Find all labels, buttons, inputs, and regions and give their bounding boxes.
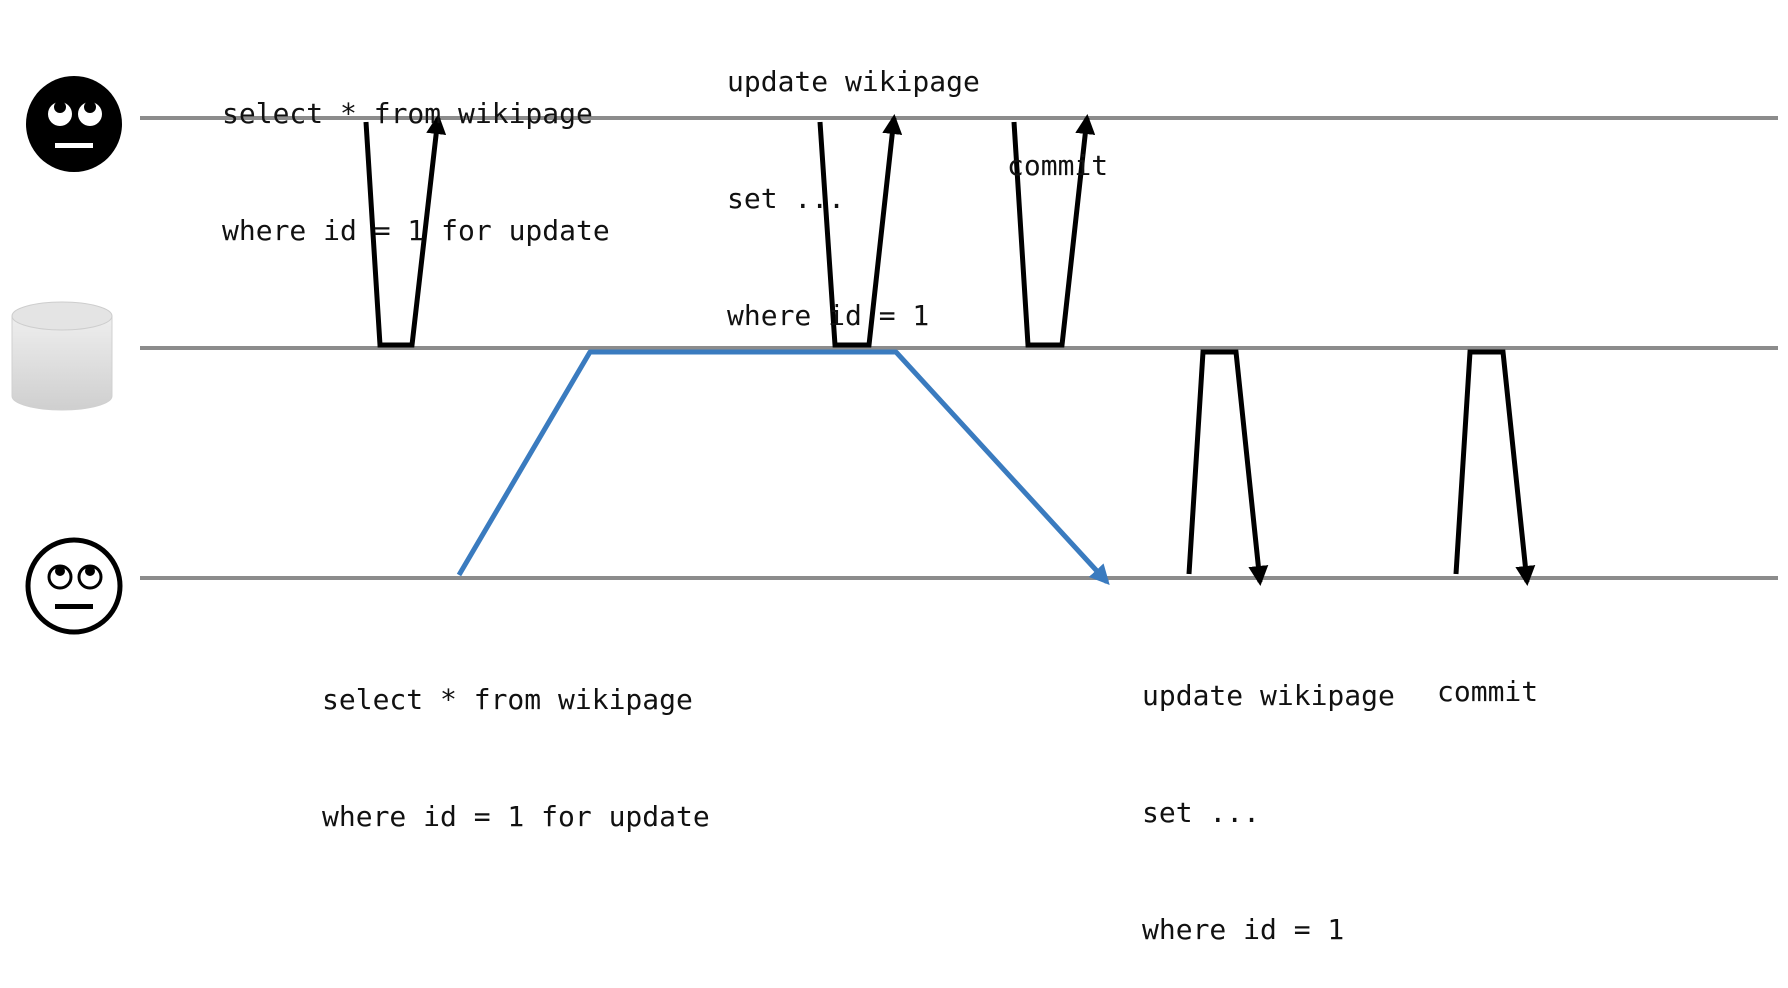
- top-select-roundtrip-arrow: [363, 114, 447, 348]
- bottom-select-query-label: select * from wikipage where id = 1 for …: [322, 602, 710, 875]
- lock-sequence-diagram: [11, 76, 1778, 635]
- bottom-select-line-2: where id = 1 for update: [322, 800, 710, 833]
- top-update-query-label: update wikipage set ... where id = 1: [727, 0, 980, 374]
- face-with-rolling-eyes-dark-icon: [26, 76, 122, 172]
- top-select-line-2: where id = 1 for update: [222, 214, 610, 247]
- bottom-update-roundtrip-arrow: [1186, 349, 1269, 586]
- bottom-select-wait-arrow: [456, 349, 1110, 585]
- bottom-commit-text: commit: [1437, 675, 1539, 708]
- bottom-commit-label: commit: [1437, 594, 1538, 750]
- bottom-update-line-2: set ...: [1142, 796, 1261, 829]
- top-commit-text: commit: [1007, 149, 1109, 182]
- top-commit-roundtrip-arrow: [1011, 114, 1096, 348]
- bottom-commit-roundtrip-arrow: [1453, 349, 1536, 586]
- bottom-update-line-3: where id = 1: [1142, 913, 1345, 946]
- top-select-query-label: select * from wikipage where id = 1 for …: [222, 16, 610, 289]
- bottom-update-query-label: update wikipage set ... where id = 1: [1142, 598, 1395, 988]
- top-update-roundtrip-arrow: [817, 114, 903, 348]
- bottom-update-line-1: update wikipage: [1142, 679, 1395, 712]
- face-with-rolling-eyes-light-icon: [25, 537, 123, 635]
- top-update-line-3: where id = 1: [727, 299, 930, 332]
- top-commit-label: commit: [1007, 68, 1108, 224]
- top-update-line-1: update wikipage: [727, 65, 980, 98]
- database-cylinder-icon: [11, 301, 113, 411]
- bottom-select-line-1: select * from wikipage: [322, 683, 693, 716]
- top-update-line-2: set ...: [727, 182, 846, 215]
- top-select-line-1: select * from wikipage: [222, 97, 593, 130]
